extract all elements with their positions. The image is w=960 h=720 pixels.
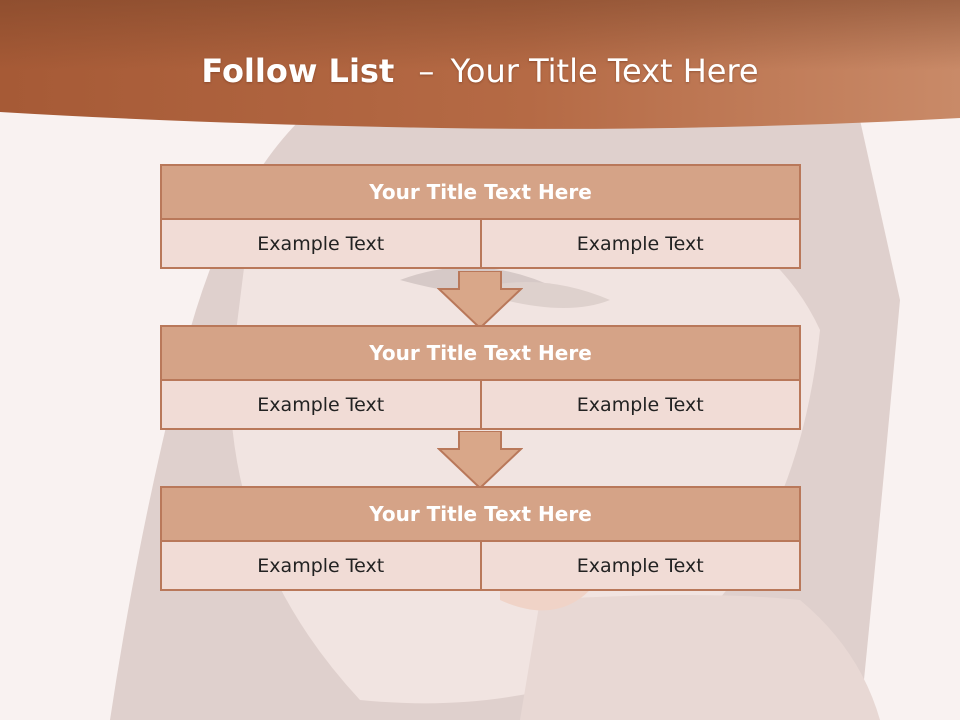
block-row: Example Text Example Text	[160, 542, 801, 591]
block-cell-right: Example Text	[481, 542, 801, 591]
block-cell-left: Example Text	[160, 542, 482, 591]
down-arrow-icon	[437, 431, 523, 489]
block-row: Example Text Example Text	[160, 220, 801, 269]
block-cell-left: Example Text	[160, 220, 482, 269]
block-row: Example Text Example Text	[160, 381, 801, 430]
title-bold-part: Follow List	[201, 52, 395, 90]
slide-title: Follow List – Your Title Text Here	[0, 52, 960, 90]
down-arrow-icon	[437, 271, 523, 329]
flow-block-1: Your Title Text Here Example Text Exampl…	[160, 164, 801, 269]
block-title: Your Title Text Here	[160, 325, 801, 381]
flow-block-3: Your Title Text Here Example Text Exampl…	[160, 486, 801, 591]
title-rest: Your Title Text Here	[450, 52, 759, 90]
flow-block-2: Your Title Text Here Example Text Exampl…	[160, 325, 801, 430]
block-cell-right: Example Text	[481, 381, 801, 430]
block-title: Your Title Text Here	[160, 486, 801, 542]
title-dash: –	[418, 52, 435, 90]
block-cell-left: Example Text	[160, 381, 482, 430]
header-band	[0, 0, 960, 129]
block-cell-right: Example Text	[481, 220, 801, 269]
block-title: Your Title Text Here	[160, 164, 801, 220]
